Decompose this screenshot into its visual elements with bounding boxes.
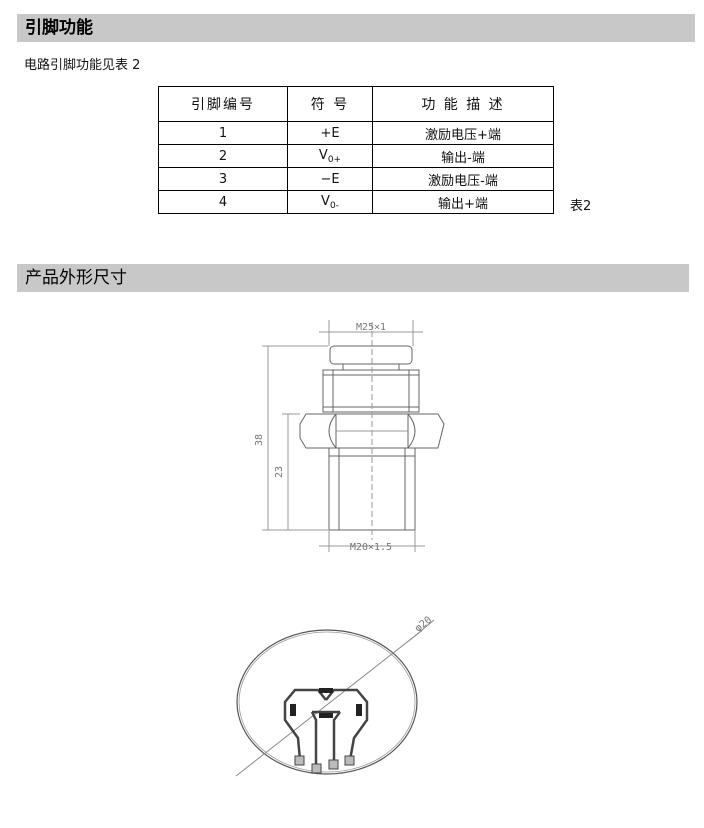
dim-bottom-thread: M20×1.5 <box>350 542 392 553</box>
upper-thread-body <box>322 369 420 413</box>
table-caption: 表2 <box>570 199 592 214</box>
pin-number: 4 <box>158 190 288 214</box>
symbol-main: V <box>318 147 328 163</box>
pin-symbol: −E <box>287 167 373 191</box>
dim-overall-height: 38 <box>254 434 265 446</box>
symbol-subscript: 0+ <box>327 154 342 165</box>
header-pin-number: 引脚编号 <box>158 86 288 122</box>
symbol-main: V <box>321 193 330 209</box>
sensor-cap <box>329 345 413 365</box>
pin-number: 2 <box>158 144 288 168</box>
pin-function-table: 引脚编号 符 号 功 能 描 述 1 +E 激励电压+端 2 V0+ 输出-端 … <box>158 86 554 214</box>
dim-diameter: φ20 <box>413 615 434 635</box>
pin-number: 1 <box>158 121 288 145</box>
table-header-row: 引脚编号 符 号 功 能 描 述 <box>158 86 554 122</box>
bond-pads <box>294 755 355 774</box>
table-row: 1 +E 激励电压+端 <box>158 121 554 145</box>
dim-top-thread: M25×1 <box>356 322 386 333</box>
header-function: 功 能 描 述 <box>372 86 554 122</box>
hex-nut <box>299 413 445 449</box>
symbol-subscript: 0- <box>329 200 339 211</box>
table-row: 2 V0+ 输出-端 <box>158 144 554 168</box>
header-symbol: 符 号 <box>287 86 373 122</box>
bridge-circuit <box>283 688 369 766</box>
symbol-main: −E <box>320 171 340 187</box>
table-row: 4 V0- 输出+端 <box>158 190 554 214</box>
section-header-dimensions: 产品外形尺寸 <box>17 264 689 292</box>
diaphragm-outline <box>236 629 418 775</box>
pin-description: 激励电压+端 <box>372 121 554 145</box>
intro-text: 电路引脚功能见表 2 <box>24 58 141 73</box>
sensor-neck <box>342 363 400 371</box>
dim-lower-height: 23 <box>274 466 285 478</box>
symbol-main: +E <box>320 125 340 141</box>
pin-symbol: V0- <box>287 190 373 214</box>
section-header-pin-function: 引脚功能 <box>17 14 695 42</box>
pin-description: 输出-端 <box>372 144 554 168</box>
pin-description: 输出+端 <box>372 190 554 214</box>
pin-symbol: V0+ <box>287 144 373 168</box>
diaphragm-view <box>235 619 435 777</box>
pin-symbol: +E <box>287 121 373 145</box>
